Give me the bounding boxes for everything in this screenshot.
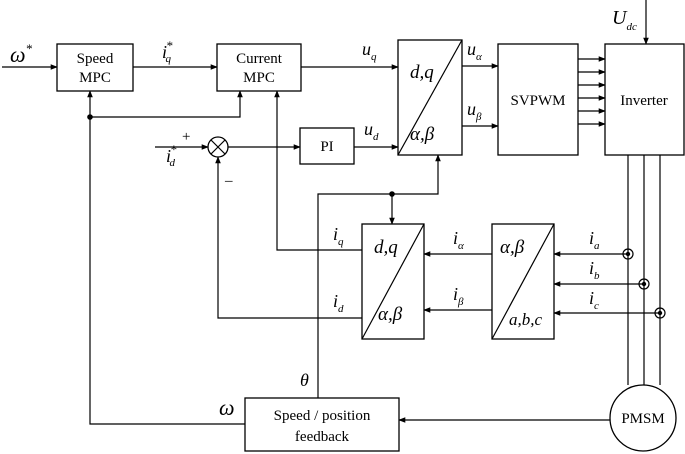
dq-label-top: d,q [410, 62, 434, 83]
current-mpc-block: Current MPC [216, 43, 302, 92]
dq-label-top-2: d,q [374, 237, 398, 258]
summing-junction: + – [182, 129, 233, 189]
pmsm-label: PMSM [621, 411, 664, 427]
uq-label: uq [362, 39, 377, 63]
speed-mpc-line2: MPC [79, 70, 111, 86]
ubeta-label: uβ [467, 99, 482, 123]
alphabeta-label-bottom-2: α,β [378, 304, 403, 325]
summer-plus-sign: + [182, 129, 190, 145]
inverter-block: Inverter [604, 43, 685, 156]
summer-minus-sign: – [224, 173, 233, 189]
iq-label: iq [333, 224, 344, 248]
current-mpc-line2: MPC [243, 70, 275, 86]
id-label: id [333, 291, 344, 315]
ialpha-label: iα [453, 228, 464, 252]
ud-label: ud [364, 119, 379, 143]
speed-mpc-block: Speed MPC [56, 43, 134, 92]
ualpha-label: uα [467, 39, 482, 63]
ibeta-label: iβ [453, 284, 464, 308]
alphabeta-label-bottom: α,β [410, 124, 435, 145]
pi-block: PI [299, 127, 355, 165]
abc-label-bottom: a,b,c [509, 310, 543, 329]
svpwm-block: SVPWM [497, 43, 579, 156]
id-ref-label: i*d [166, 142, 177, 169]
ib-label: ib [589, 258, 600, 282]
udc-label: Udc [612, 7, 637, 33]
speed-mpc-line1: Speed [77, 51, 114, 67]
abc-to-alphabeta-block: α,β a,b,c [491, 223, 555, 340]
ic-label: ic [589, 288, 599, 312]
inverter-label: Inverter [620, 93, 667, 109]
alphabeta-to-dq-block: d,q α,β [361, 223, 425, 340]
alphabeta-label-top-3: α,β [500, 237, 525, 258]
dq-to-alphabeta-block: d,q α,β [397, 39, 463, 156]
theta-label: θ [300, 370, 309, 390]
iq-ref-label: i*q [162, 38, 173, 65]
feedback-block: Speed / position feedback [244, 397, 400, 452]
current-mpc-line1: Current [236, 51, 283, 67]
svpwm-label: SVPWM [510, 93, 565, 109]
feedback-line2: feedback [295, 429, 350, 445]
ia-label: ia [589, 228, 600, 252]
signal-lines [2, 0, 666, 425]
pmsm-motor: PMSM [609, 384, 677, 452]
feedback-line1: Speed / position [274, 408, 371, 424]
omega-feedback-label: ω [219, 395, 235, 420]
omega-ref-label: ω* [10, 41, 33, 67]
pi-label: PI [320, 139, 333, 155]
